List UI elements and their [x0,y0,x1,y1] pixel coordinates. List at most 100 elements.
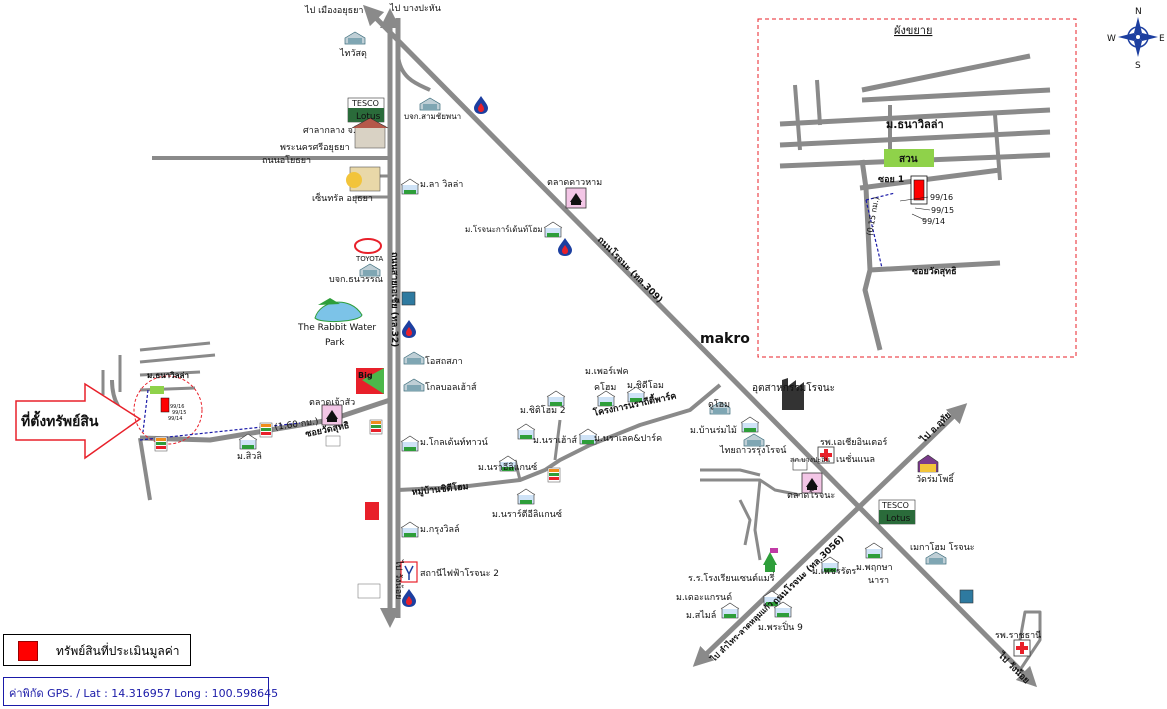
label-sala-klang-1: ศาลากลาง จ. [303,126,356,136]
label-mor-nara-elegant: ม.นราอีลิแกนซ์ [478,461,537,473]
label-nation-hospital: เนชั่นแนล [836,452,875,465]
gps-coordinates: ค่าพิกัด GPS. / Lat : 14.316957 Long : 1… [9,687,279,700]
school-icon [763,552,777,565]
inset-label-lot-99-15: 99/15 [931,206,954,215]
label-lot-99-15-small: 99/15 [172,410,186,416]
building-icon [403,351,425,365]
label-mor-golden-town: ม.โกลเด้นท์ทาวน์ [420,436,488,448]
label-mor-chiiyo-home: ม.ชิดีโอม [627,380,664,391]
label-lotus-bottom: Lotus [886,514,911,524]
label-mor-pruksa: ม.พฤกษา [856,563,893,573]
label-bor-jor-kor-thanawan: บจก.ธนวรรณ [329,275,383,285]
label-mor-chiiyo-home-2: ม.ชิติโฮม 2 [520,405,566,416]
building-icon [743,433,765,447]
label-mor-simai: ม.สไมล์ [686,609,716,621]
label-rajthani-hospital: รพ.ราชธานี [995,630,1041,641]
market-icon [565,187,587,209]
building-icon [403,378,425,392]
target-circle [133,375,203,445]
inset-property-marker [913,179,925,201]
label-thai-watsadu: ไทวัสดุ [339,48,367,59]
label-bor-jor-kor-samchai: บจก.สามชัยพนา [404,112,461,121]
building-icon [344,31,366,45]
label-mor-nara-lake: ม.นราเลค&ปาร์ค [594,432,662,444]
label-asia-road: ถนนสายเอเชีย (ทล.32) [389,252,400,347]
label-mor-krung-villa: ม.กรุงวิลล์ [420,523,460,535]
label-mega-home: เมกาโฮม โรจนะ [910,542,975,553]
label-school: ร.ร.โรงเรียนเซนต์แมรี่ [688,571,775,584]
label-sala-klang-2: พระนครศรีอยุธยา [280,142,350,153]
label-mor-siwilai: ม.สิวลิ [237,451,262,462]
bank-icon [959,589,974,604]
hospital-icon [1013,639,1031,657]
seven-eleven-icon [259,422,273,438]
legend-property-swatch [18,641,38,661]
village-icon [740,416,760,433]
inset-frame [757,18,1077,358]
village-icon [596,390,616,407]
label-to-mueang-ayutthaya: ไป เมืองอยุธยา [304,5,363,16]
compass-west: W [1107,34,1116,44]
gas-station-icon [402,589,416,607]
label-central: เซ็นทรัล อยุธยา [312,191,373,204]
inset-distance-line [865,199,883,269]
label-rabbit-park-1: The Rabbit Water [297,323,376,333]
label-mor-phet-charat: ม.เพชรรัตร [812,567,856,577]
label-tesco-bottom: TESCO [881,501,909,510]
city-hall-icon [354,125,386,149]
label-mor-thana-villa-small: ม.ธนาวิลล่า [147,371,189,380]
label-mor-la-villa: ม.ลา วิลล่า [420,179,463,190]
label-tesco-top: TESCO [351,99,379,108]
label-global-house: โกลบอลเฮ้าส์ [425,381,477,393]
water-park-icon [314,301,363,323]
village-icon [400,521,420,538]
village-icon [516,488,536,505]
village-icon [543,221,563,238]
label-to-bang-pahan: ไป บางปะหัน [389,3,441,14]
compass-north: N [1135,7,1142,17]
village-icon [864,542,884,559]
label-rabbit-park-2: Park [325,338,345,348]
inset-park [884,149,934,167]
honda-dealer-icon [357,583,381,599]
label-station-rojana-2: สถานีไฟฟ้าโรจนะ 2 [420,568,499,579]
building-icon [419,97,441,111]
label-moo-ban-chiyo-home: หมู่บ้านชิตีโฮม [411,480,469,498]
inset-label-soi-1: ซอย 1 [878,175,904,185]
toyota-logo-icon [354,238,382,254]
gps-box: ค่าพิกัด GPS. / Lat : 14.316957 Long : 1… [3,677,278,706]
compass-icon [1118,17,1158,57]
seven-eleven-icon [547,467,561,483]
label-industrial: อุตสาหกรรมโรจนะ [752,381,835,394]
label-hospital-asia: รพ.เอเชียอินเตอร์ [820,436,887,448]
legend: ทรัพย์สินที่ประเมินมูลค่า [3,634,191,666]
village-icon [720,602,740,619]
label-target-location: ที่ตั้งทรัพย์สิน [21,410,99,430]
village-icon [400,178,420,195]
label-mor-narae-house: ม.นราเฮ้าส์ [533,434,577,446]
label-talad-chao-sua: ตลาดเจ้าสัว [309,397,355,408]
inset-label-soi-wat-sutthi: ซอยวัดสุทธิ [912,266,957,277]
label-thai-thaworn: ไทยถาวรรุ่งโรจน์ [719,444,787,456]
label-do-home: ดูโฮม [708,399,730,410]
label-thanon-ayothaya: ถนนอโยธยา [262,155,311,166]
label-mor-prapin-9: ม.พระปิ่น 9 [758,620,803,633]
label-mor-rojana-garden: ม.โรจนะการ์เด้นท์โฮม [465,224,543,234]
legend-text: ทรัพย์สินที่ประเมินมูลค่า [56,644,180,658]
target-arrow [15,382,142,460]
label-mor-the-grand: ม.เดอะแกรนด์ [676,591,732,603]
label-mor-nara-elegant-2: ม.นราร์ตีอีลิแกนซ์ [492,508,562,520]
police-icon [792,459,808,471]
label-wat-rom-pho: วัดร่มโพธิ์ [916,472,955,485]
label-mor-perfect-home: ม.เพอร์เฟค [585,365,629,377]
inset-label-lot-99-14: 99/14 [922,217,945,226]
inset-roads [779,53,1051,351]
label-talad-chao-phrom: ตลาดดาวหาม [547,178,602,188]
label-lotus-top: Lotus [356,112,381,122]
compass-south: S [1135,61,1141,71]
compass-east: E [1159,34,1165,44]
factory-icon [782,378,804,410]
seven-eleven-icon [369,419,383,435]
property-marker [160,397,170,413]
